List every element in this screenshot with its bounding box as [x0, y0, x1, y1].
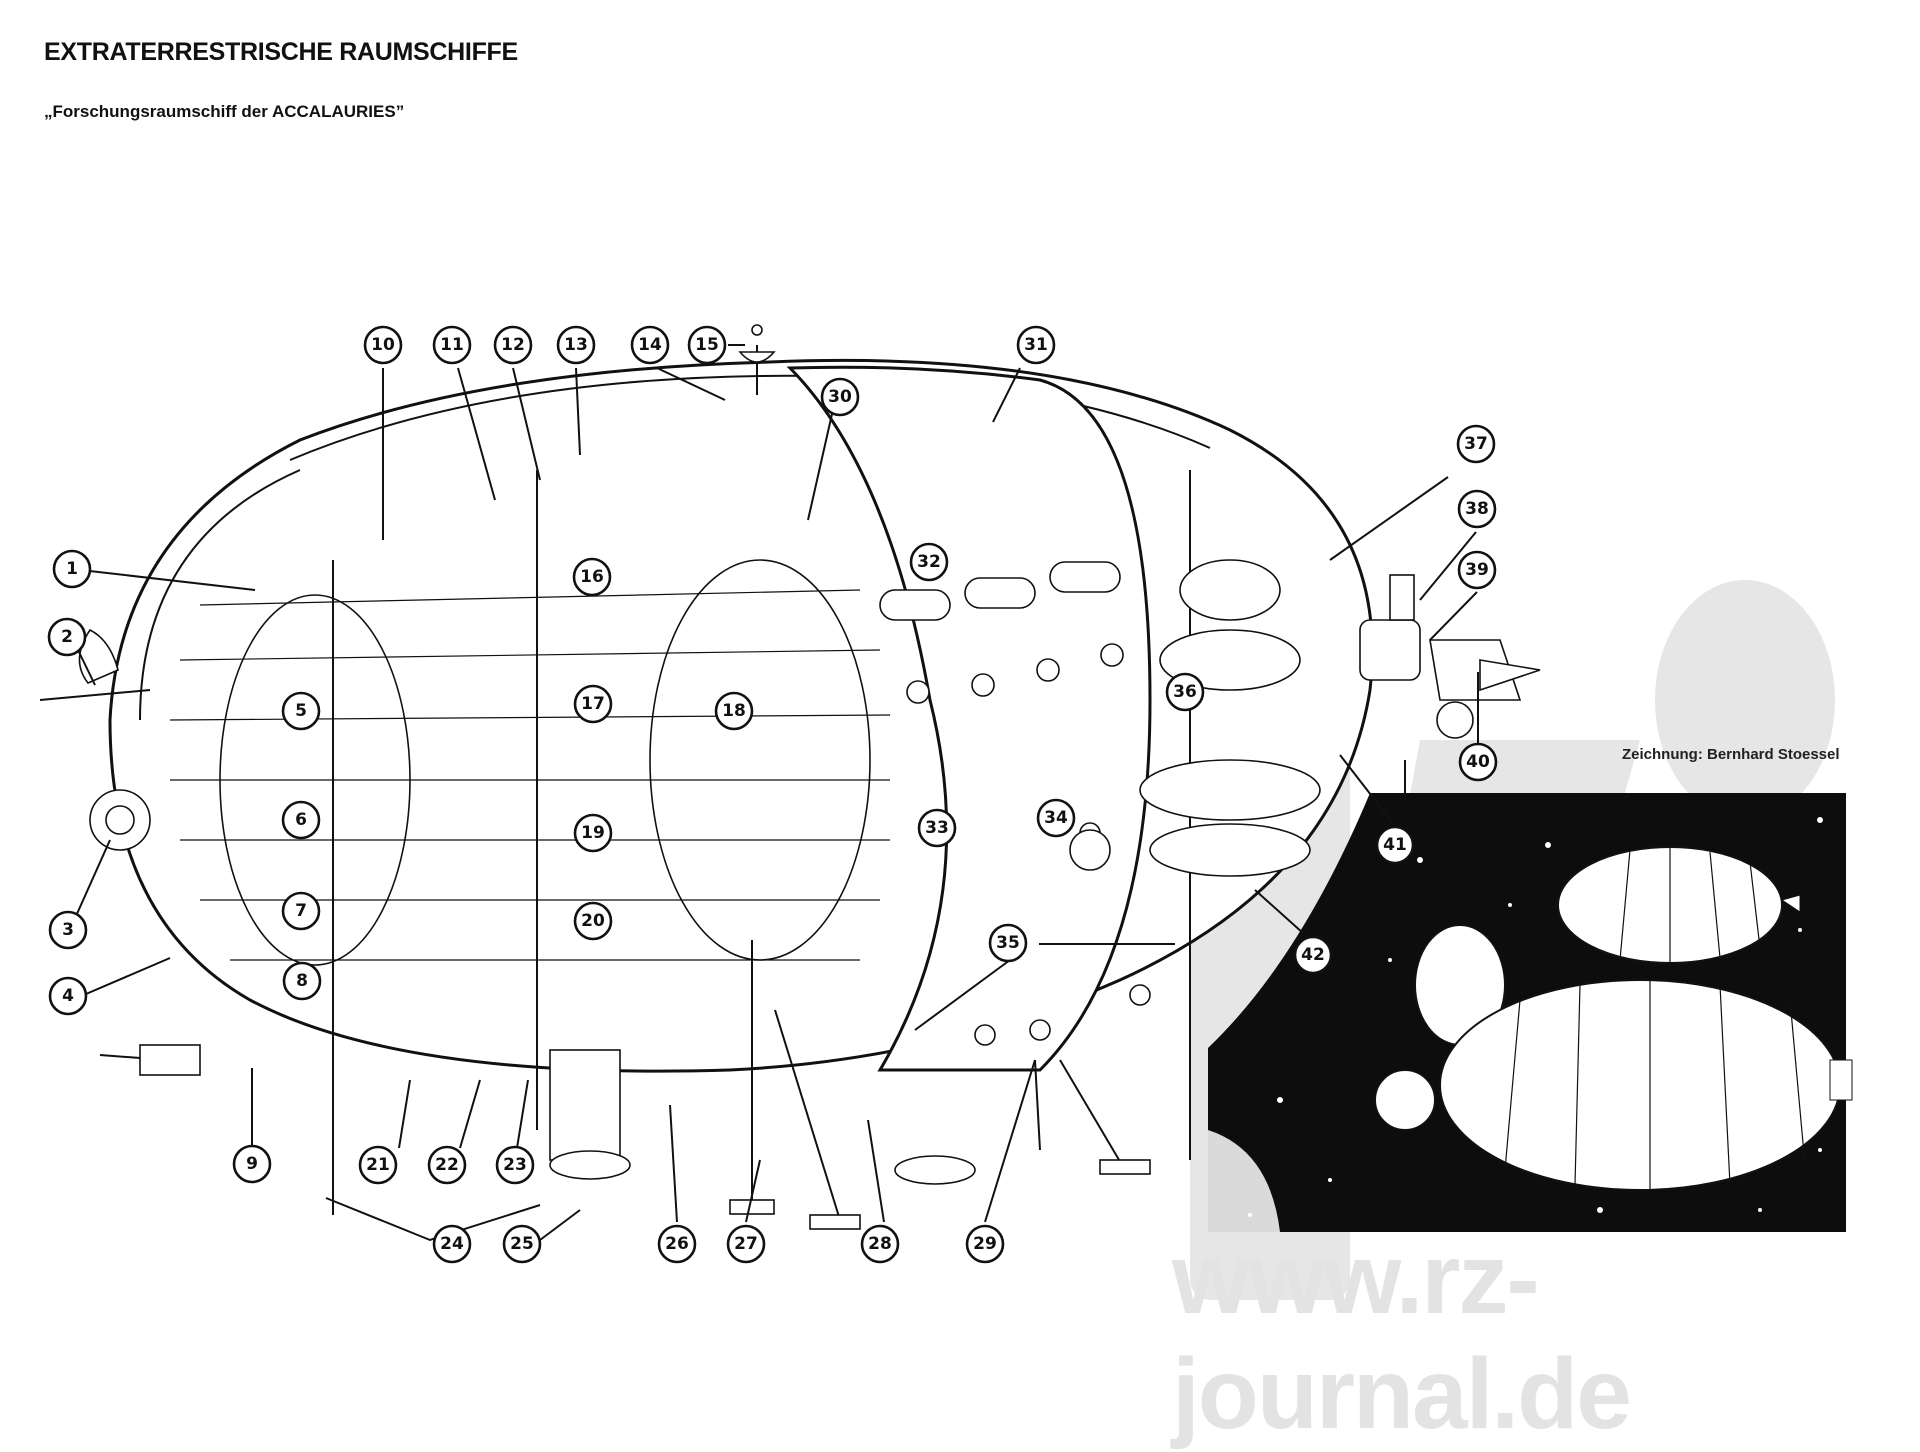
callout-label: 41	[1383, 835, 1407, 855]
callout-label: 13	[564, 335, 588, 355]
callout-35: 35	[988, 923, 1028, 963]
callout-label: 32	[917, 552, 941, 572]
callout-label: 7	[295, 901, 307, 921]
inset-space-scene	[1208, 793, 1853, 1232]
callout-5: 5	[281, 691, 321, 731]
callout-12: 12	[493, 325, 533, 365]
callout-label: 42	[1301, 945, 1325, 965]
callout-label: 20	[581, 911, 605, 931]
callout-label: 11	[440, 335, 464, 355]
callout-label: 23	[503, 1155, 527, 1175]
page-subtitle: „Forschungsraumschiff der ACCALAURIES”	[44, 102, 405, 121]
callout-32: 32	[909, 542, 949, 582]
spaceship-cutaway-diagram: 1 2 3 4 5 6 7 8 9 10 11 12 13 14 15 16 1…	[39, 324, 1853, 1300]
callout-label: 16	[580, 567, 604, 587]
callout-label: 10	[371, 335, 395, 355]
callout-label: 21	[366, 1155, 390, 1175]
callout-27: 27	[726, 1224, 766, 1264]
callout-label: 35	[996, 933, 1020, 953]
callout-26: 26	[657, 1224, 697, 1264]
distant-ship	[1557, 846, 1801, 964]
callout-40: 40	[1458, 742, 1498, 782]
callout-label: 4	[62, 986, 74, 1006]
callout-22: 22	[427, 1145, 467, 1185]
callout-11: 11	[432, 325, 472, 365]
callout-10: 10	[363, 325, 403, 365]
callout-1: 1	[52, 549, 92, 589]
callout-33: 33	[917, 808, 957, 848]
callout-label: 31	[1024, 335, 1048, 355]
callout-label: 24	[440, 1234, 464, 1254]
callout-label: 37	[1464, 434, 1488, 454]
callout-label: 27	[734, 1234, 758, 1254]
callout-label: 14	[638, 335, 662, 355]
watermark-url: www.rz-journal.de	[1172, 1223, 1632, 1450]
callout-23: 23	[495, 1145, 535, 1185]
callout-21: 21	[358, 1145, 398, 1185]
callout-17: 17	[573, 684, 613, 724]
callout-label: 22	[435, 1155, 459, 1175]
callout-label: 6	[295, 810, 307, 830]
callout-6: 6	[281, 800, 321, 840]
callout-19: 19	[573, 813, 613, 853]
callout-20: 20	[573, 901, 613, 941]
callout-24: 24	[432, 1224, 472, 1264]
callout-label: 39	[1465, 560, 1489, 580]
callout-label: 8	[296, 971, 308, 991]
callout-label: 18	[722, 701, 746, 721]
main-ship	[1439, 979, 1853, 1191]
callout-7: 7	[281, 891, 321, 931]
callout-9: 9	[232, 1144, 272, 1184]
callout-28: 28	[860, 1224, 900, 1264]
callout-label: 38	[1465, 499, 1489, 519]
callout-label: 2	[61, 627, 73, 647]
callout-label: 19	[581, 823, 605, 843]
callout-29: 29	[965, 1224, 1005, 1264]
callout-label: 25	[510, 1234, 534, 1254]
callout-25: 25	[502, 1224, 542, 1264]
callout-39: 39	[1457, 550, 1497, 590]
callout-42: 42	[1293, 935, 1333, 975]
planet	[1374, 924, 1506, 1131]
callout-3: 3	[48, 910, 88, 950]
callout-label: 29	[973, 1234, 997, 1254]
illustrator-credit: Zeichnung: Bernhard Stoessel	[1622, 746, 1840, 763]
callout-label: 34	[1044, 808, 1068, 828]
callout-label: 15	[695, 335, 719, 355]
callout-label: 28	[868, 1234, 892, 1254]
callout-label: 36	[1173, 682, 1197, 702]
callout-label: 1	[66, 559, 78, 579]
callout-41: 41	[1375, 825, 1415, 865]
callout-2: 2	[47, 617, 87, 657]
callout-37: 37	[1456, 424, 1496, 464]
callout-label: 9	[246, 1154, 258, 1174]
callout-8: 8	[282, 961, 322, 1001]
callout-16: 16	[572, 557, 612, 597]
callout-31: 31	[1016, 325, 1056, 365]
callout-4: 4	[48, 976, 88, 1016]
callout-34: 34	[1036, 798, 1076, 838]
callout-30: 30	[820, 377, 860, 417]
portholes	[906, 643, 1151, 1046]
callout-label: 17	[581, 694, 605, 714]
callout-label: 3	[62, 920, 74, 940]
callout-38: 38	[1457, 489, 1497, 529]
callout-label: 30	[828, 387, 852, 407]
callout-14: 14	[630, 325, 670, 365]
callout-label: 5	[295, 701, 307, 721]
callout-18: 18	[714, 691, 754, 731]
callout-15: 15	[687, 325, 727, 365]
callout-label: 26	[665, 1234, 689, 1254]
leader-lines	[71, 344, 1479, 1242]
callouts: 1 2 3 4 5 6 7 8 9 10 11 12 13 14 15 16 1…	[47, 325, 1498, 1264]
callout-13: 13	[556, 325, 596, 365]
page-title: EXTRATERRESTRISCHE RAUMSCHIFFE	[44, 38, 518, 66]
callout-label: 40	[1466, 752, 1490, 772]
callout-label: 12	[501, 335, 525, 355]
callout-label: 33	[925, 818, 949, 838]
callout-36: 36	[1165, 672, 1205, 712]
